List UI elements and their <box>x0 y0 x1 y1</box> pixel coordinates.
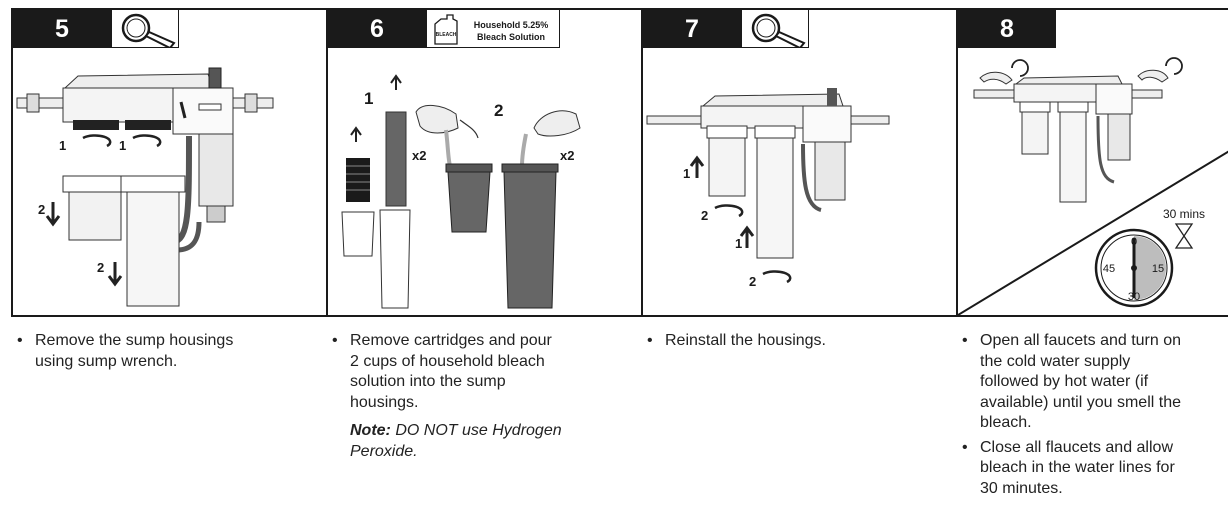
step-7-label-2a: 2 <box>701 208 708 223</box>
sump-wrench-icon <box>121 13 176 48</box>
bullet-mark: • <box>17 332 23 349</box>
step-7-tool-box <box>741 10 809 48</box>
step-8-number: 8 <box>958 10 1056 48</box>
step-8-caption-line: Close all flaucets and allow <box>980 438 1173 456</box>
step-7-caption: • Reinstall the housings. <box>643 331 943 352</box>
step-6-label-1: 1 <box>364 89 373 108</box>
bullet-mark: • <box>962 332 968 349</box>
bullet-mark: • <box>962 438 968 456</box>
clock-icon: 0 15 30 45 <box>1094 228 1174 308</box>
step-8-illustration: 30 mins 0 15 30 45 <box>958 57 1228 315</box>
step-5-bullet: • Remove the sump housings using sump wr… <box>13 331 313 372</box>
step-6-bullet: • Remove cartridges and pour 2 cups of h… <box>328 331 628 413</box>
step-6-number: 6 <box>328 10 426 48</box>
step-8-bullet-1: • Open all faucets and turn on the cold … <box>958 331 1226 434</box>
step-5-label-1b: 1 <box>119 138 126 153</box>
step-6-caption-line: housings. <box>350 393 419 411</box>
step-5-label-2b: 2 <box>97 260 104 275</box>
step-8-caption-line: followed by hot water (if <box>980 373 1149 390</box>
note-label: Note: <box>350 422 391 439</box>
note-text-2: Peroxide. <box>350 442 418 460</box>
step-7-label-1b: 1 <box>735 236 742 251</box>
bleach-bottle-label: BLEACH <box>436 32 457 38</box>
step-6-label-2: 2 <box>494 101 503 120</box>
step-5-tool-box <box>111 10 179 48</box>
timer-label: 30 mins <box>1163 207 1205 221</box>
step-7-label-2b: 2 <box>749 274 756 289</box>
step-8-bullet-2: • Close all flaucets and allow bleach in… <box>958 438 1226 500</box>
step-7-panel: 7 1 2 1 2 <box>641 8 961 317</box>
hourglass-icon <box>1174 223 1194 249</box>
step-8-caption: • Open all faucets and turn on the cold … <box>958 331 1226 499</box>
step-7-illustration: 1 2 1 2 <box>646 88 890 289</box>
step-5-caption-line: using sump wrench. <box>35 352 178 370</box>
step-6-caption: • Remove cartridges and pour 2 cups of h… <box>328 331 628 462</box>
step-8-caption-line: 30 minutes. <box>980 479 1063 497</box>
step-6-caption-line: Remove cartridges and pour <box>350 332 552 349</box>
step-6-x2-b: x2 <box>560 148 574 163</box>
clock-mark-0: 0 <box>1131 236 1137 248</box>
bullet-mark: • <box>332 332 338 349</box>
step-7-number: 7 <box>643 10 741 48</box>
step-8-caption-line: bleach in the water lines for <box>980 459 1175 476</box>
bleach-label-line1: Household 5.25% <box>474 20 549 30</box>
step-5-label-1a: 1 <box>59 138 66 153</box>
step-8-caption-line: available) until you smell the <box>980 393 1181 411</box>
clock-mark-30: 30 <box>1128 291 1140 303</box>
step-6-tool-box: BLEACH Household 5.25% Bleach Solution <box>426 10 560 48</box>
step-6-panel: 6 BLEACH Household 5.25% Bleach Solution… <box>326 8 646 317</box>
bleach-bottle-icon: BLEACH Household 5.25% Bleach Solution <box>434 13 549 45</box>
note-text: DO NOT use Hydrogen <box>395 422 562 439</box>
step-7-bullet: • Reinstall the housings. <box>643 331 943 352</box>
step-6-caption-line: 2 cups of household bleach <box>350 352 545 370</box>
step-8-caption-line: bleach. <box>980 414 1032 431</box>
step-5-panel: 5 1 1 <box>11 8 331 317</box>
step-6-note: Note: DO NOT use Hydrogen Peroxide. <box>328 421 628 462</box>
sump-wrench-icon <box>751 13 806 48</box>
step-8-caption-line: Open all faucets and turn on <box>980 332 1182 349</box>
step-5-illustration: 1 1 2 2 <box>16 67 274 307</box>
step-7-caption-line: Reinstall the housings. <box>665 332 826 349</box>
step-8-panel: 8 30 mins 0 15 30 45 <box>956 8 1228 317</box>
step-5-label-2a: 2 <box>38 202 45 217</box>
step-6-caption-line: solution into the sump <box>350 373 506 390</box>
step-7-label-1a: 1 <box>683 166 690 181</box>
bleach-label-line2: Bleach Solution <box>477 32 545 42</box>
clock-mark-15: 15 <box>1152 263 1164 275</box>
clock-mark-45: 45 <box>1103 263 1115 275</box>
step-5-caption-line: Remove the sump housings <box>35 332 234 349</box>
step-5-caption: • Remove the sump housings using sump wr… <box>13 331 313 372</box>
bullet-mark: • <box>647 332 653 349</box>
step-6-illustration: 1 2 x2 x2 <box>341 74 581 309</box>
step-5-number: 5 <box>13 10 111 48</box>
step-8-caption-line: the cold water supply <box>980 352 1131 370</box>
step-6-x2-a: x2 <box>412 148 426 163</box>
